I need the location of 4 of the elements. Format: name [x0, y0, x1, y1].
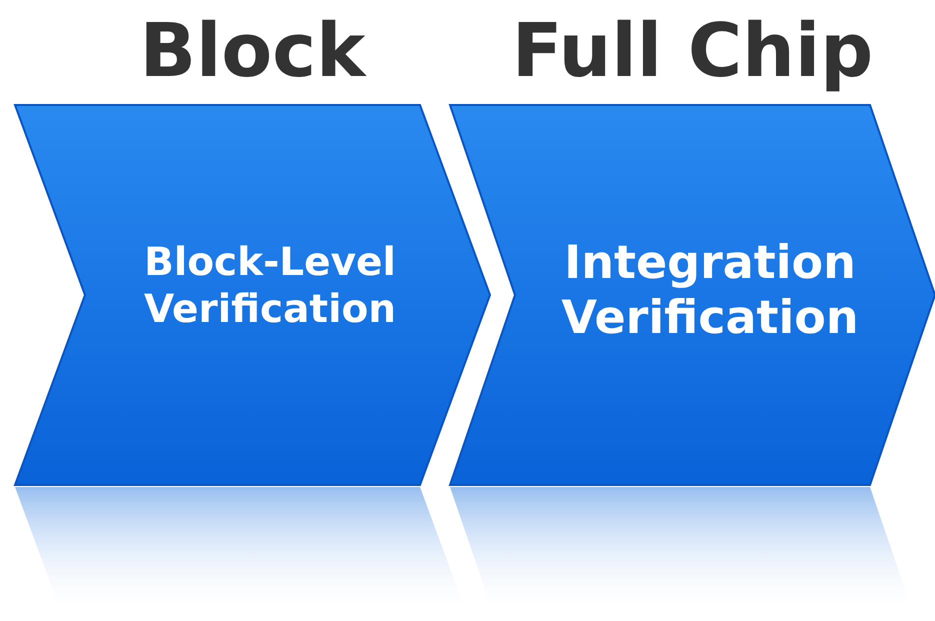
stage-heading: Full Chip	[510, 8, 874, 94]
stage-heading: Block	[138, 8, 368, 94]
stage-label: Block-Level Verification	[142, 240, 397, 334]
stage-label: Integration Verification	[560, 235, 860, 346]
